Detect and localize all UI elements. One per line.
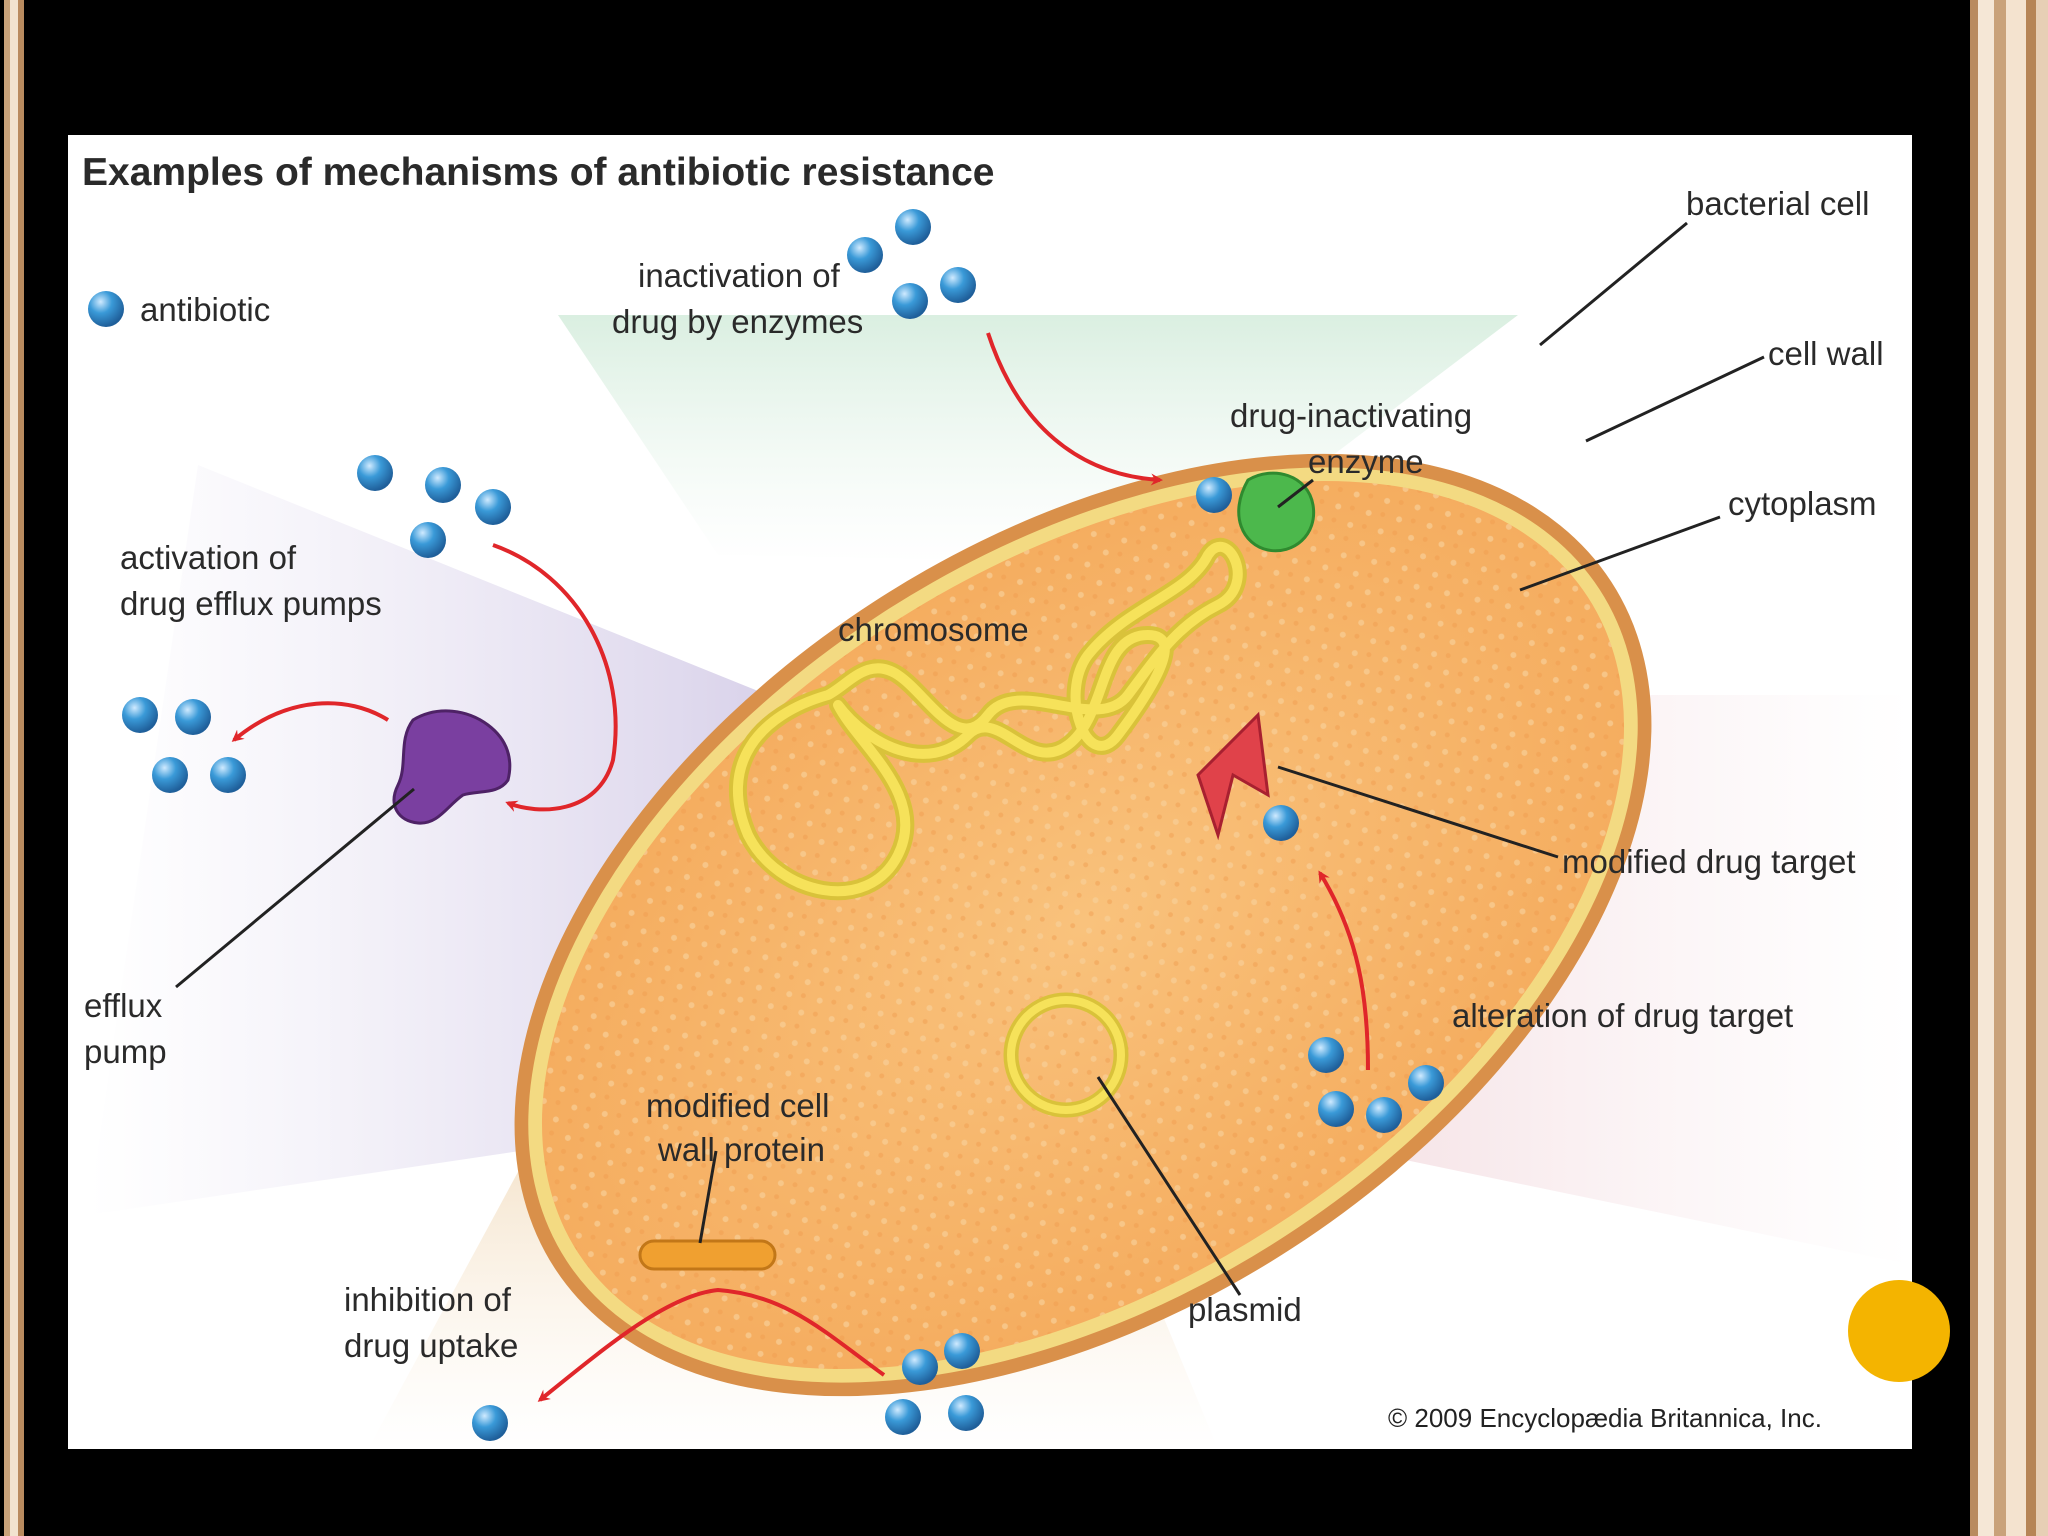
label-bacterial-cell: bacterial cell	[1686, 185, 1869, 222]
diagram-canvas: Examples of mechanisms of antibiotic res…	[82, 151, 1912, 1449]
label-plasmid: plasmid	[1188, 1291, 1302, 1328]
arrow-efflux-in	[492, 543, 618, 812]
label-modified-drug-target: modified drug target	[1562, 843, 1856, 880]
label-inactivation-line1: inactivation of	[638, 257, 841, 294]
label-drug-inactivating-line2: enzyme	[1308, 443, 1424, 480]
label-inactivation-line2: drug by enzymes	[612, 303, 863, 340]
cell-wall-protein-shape	[638, 1239, 777, 1271]
label-inhibition-line2: drug uptake	[344, 1327, 518, 1364]
efflux-pump-shape	[392, 709, 512, 825]
antibiotic-group-enzyme	[847, 209, 976, 319]
copyright-notice: © 2009 Encyclopædia Britannica, Inc.	[1388, 1403, 1822, 1433]
slide-marker-dot	[1848, 1280, 1950, 1382]
enzyme-shape	[1237, 471, 1316, 553]
arrow-target	[1318, 870, 1370, 1071]
antibiotic-group-uptake	[472, 1333, 984, 1441]
antibiotic-group-efflux-out	[122, 697, 246, 793]
label-efflux-pump-line2: pump	[84, 1033, 167, 1070]
label-inhibition-line1: inhibition of	[344, 1281, 512, 1318]
label-alteration-drug-target: alteration of drug target	[1452, 997, 1793, 1034]
green-sector	[558, 315, 1518, 565]
antibiotic-legend-icon	[88, 291, 124, 327]
arrow-efflux-out	[231, 701, 390, 742]
label-modified-cell-wall-line1: modified cell	[646, 1087, 829, 1124]
arrow-enzyme	[986, 332, 1163, 486]
plasmid	[1003, 992, 1129, 1118]
label-drug-inactivating-line1: drug-inactivating	[1230, 397, 1472, 434]
label-efflux-activation-line1: activation of	[120, 539, 297, 576]
modified-drug-target-shape	[1196, 711, 1270, 841]
figure-title: Examples of mechanisms of antibiotic res…	[82, 151, 994, 194]
antibiotic-group-target	[1308, 1037, 1444, 1133]
antibiotic-resistance-figure: Examples of mechanisms of antibiotic res…	[68, 135, 1912, 1449]
chromosome	[729, 538, 1247, 901]
label-chromosome: chromosome	[838, 611, 1029, 648]
red-arrows	[231, 332, 1370, 1402]
antibiotic-at-enzyme	[1196, 477, 1232, 513]
antibiotic-group-efflux-in	[357, 455, 511, 558]
label-efflux-pump-line1: efflux	[84, 987, 163, 1024]
label-cell-wall: cell wall	[1768, 335, 1884, 372]
legend-antibiotic-label: antibiotic	[140, 291, 270, 328]
left-decorative-border	[0, 0, 28, 1536]
leader-lines	[175, 221, 1765, 1296]
label-efflux-activation-line2: drug efflux pumps	[120, 585, 382, 622]
right-decorative-border	[1964, 0, 2048, 1536]
label-modified-cell-wall-line2: wall protein	[657, 1131, 825, 1168]
antibiotic-near-target	[1263, 805, 1299, 841]
arrow-uptake	[537, 1287, 886, 1402]
label-cytoplasm: cytoplasm	[1728, 485, 1877, 522]
